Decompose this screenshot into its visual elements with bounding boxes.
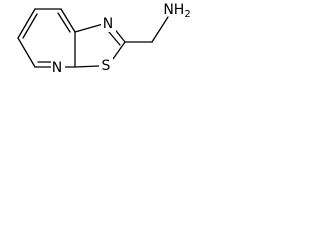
bond-ch2-nh2	[151, 16, 169, 43]
bond-c1-c2-double	[22, 13, 38, 39]
bond-s10-c5	[74, 65, 100, 68]
aminomethyl-group	[124, 16, 169, 43]
atom-label-n-thiazole: N	[103, 16, 113, 32]
bond-c6-c7-double	[57, 12, 71, 33]
atom-label-n-pyridine: N	[52, 60, 62, 76]
molecular-structure: N S N NH2	[17, 2, 191, 76]
bond-c1-c2	[17, 8, 36, 39]
bond-c6-c7	[60, 8, 76, 33]
thiazole-ring	[74, 23, 126, 68]
amine-subscript: 2	[184, 9, 190, 20]
bond-c2-c3	[17, 37, 36, 68]
bond-n8-c9-double	[108, 31, 121, 46]
bond-c9-s10	[112, 41, 126, 60]
pyridine-ring	[17, 8, 76, 68]
atom-label-amine: NH2	[163, 2, 190, 20]
atom-label-s-thiazole: S	[102, 58, 111, 74]
amine-symbol: NH	[163, 2, 184, 18]
bond-c6-n8	[74, 23, 104, 33]
